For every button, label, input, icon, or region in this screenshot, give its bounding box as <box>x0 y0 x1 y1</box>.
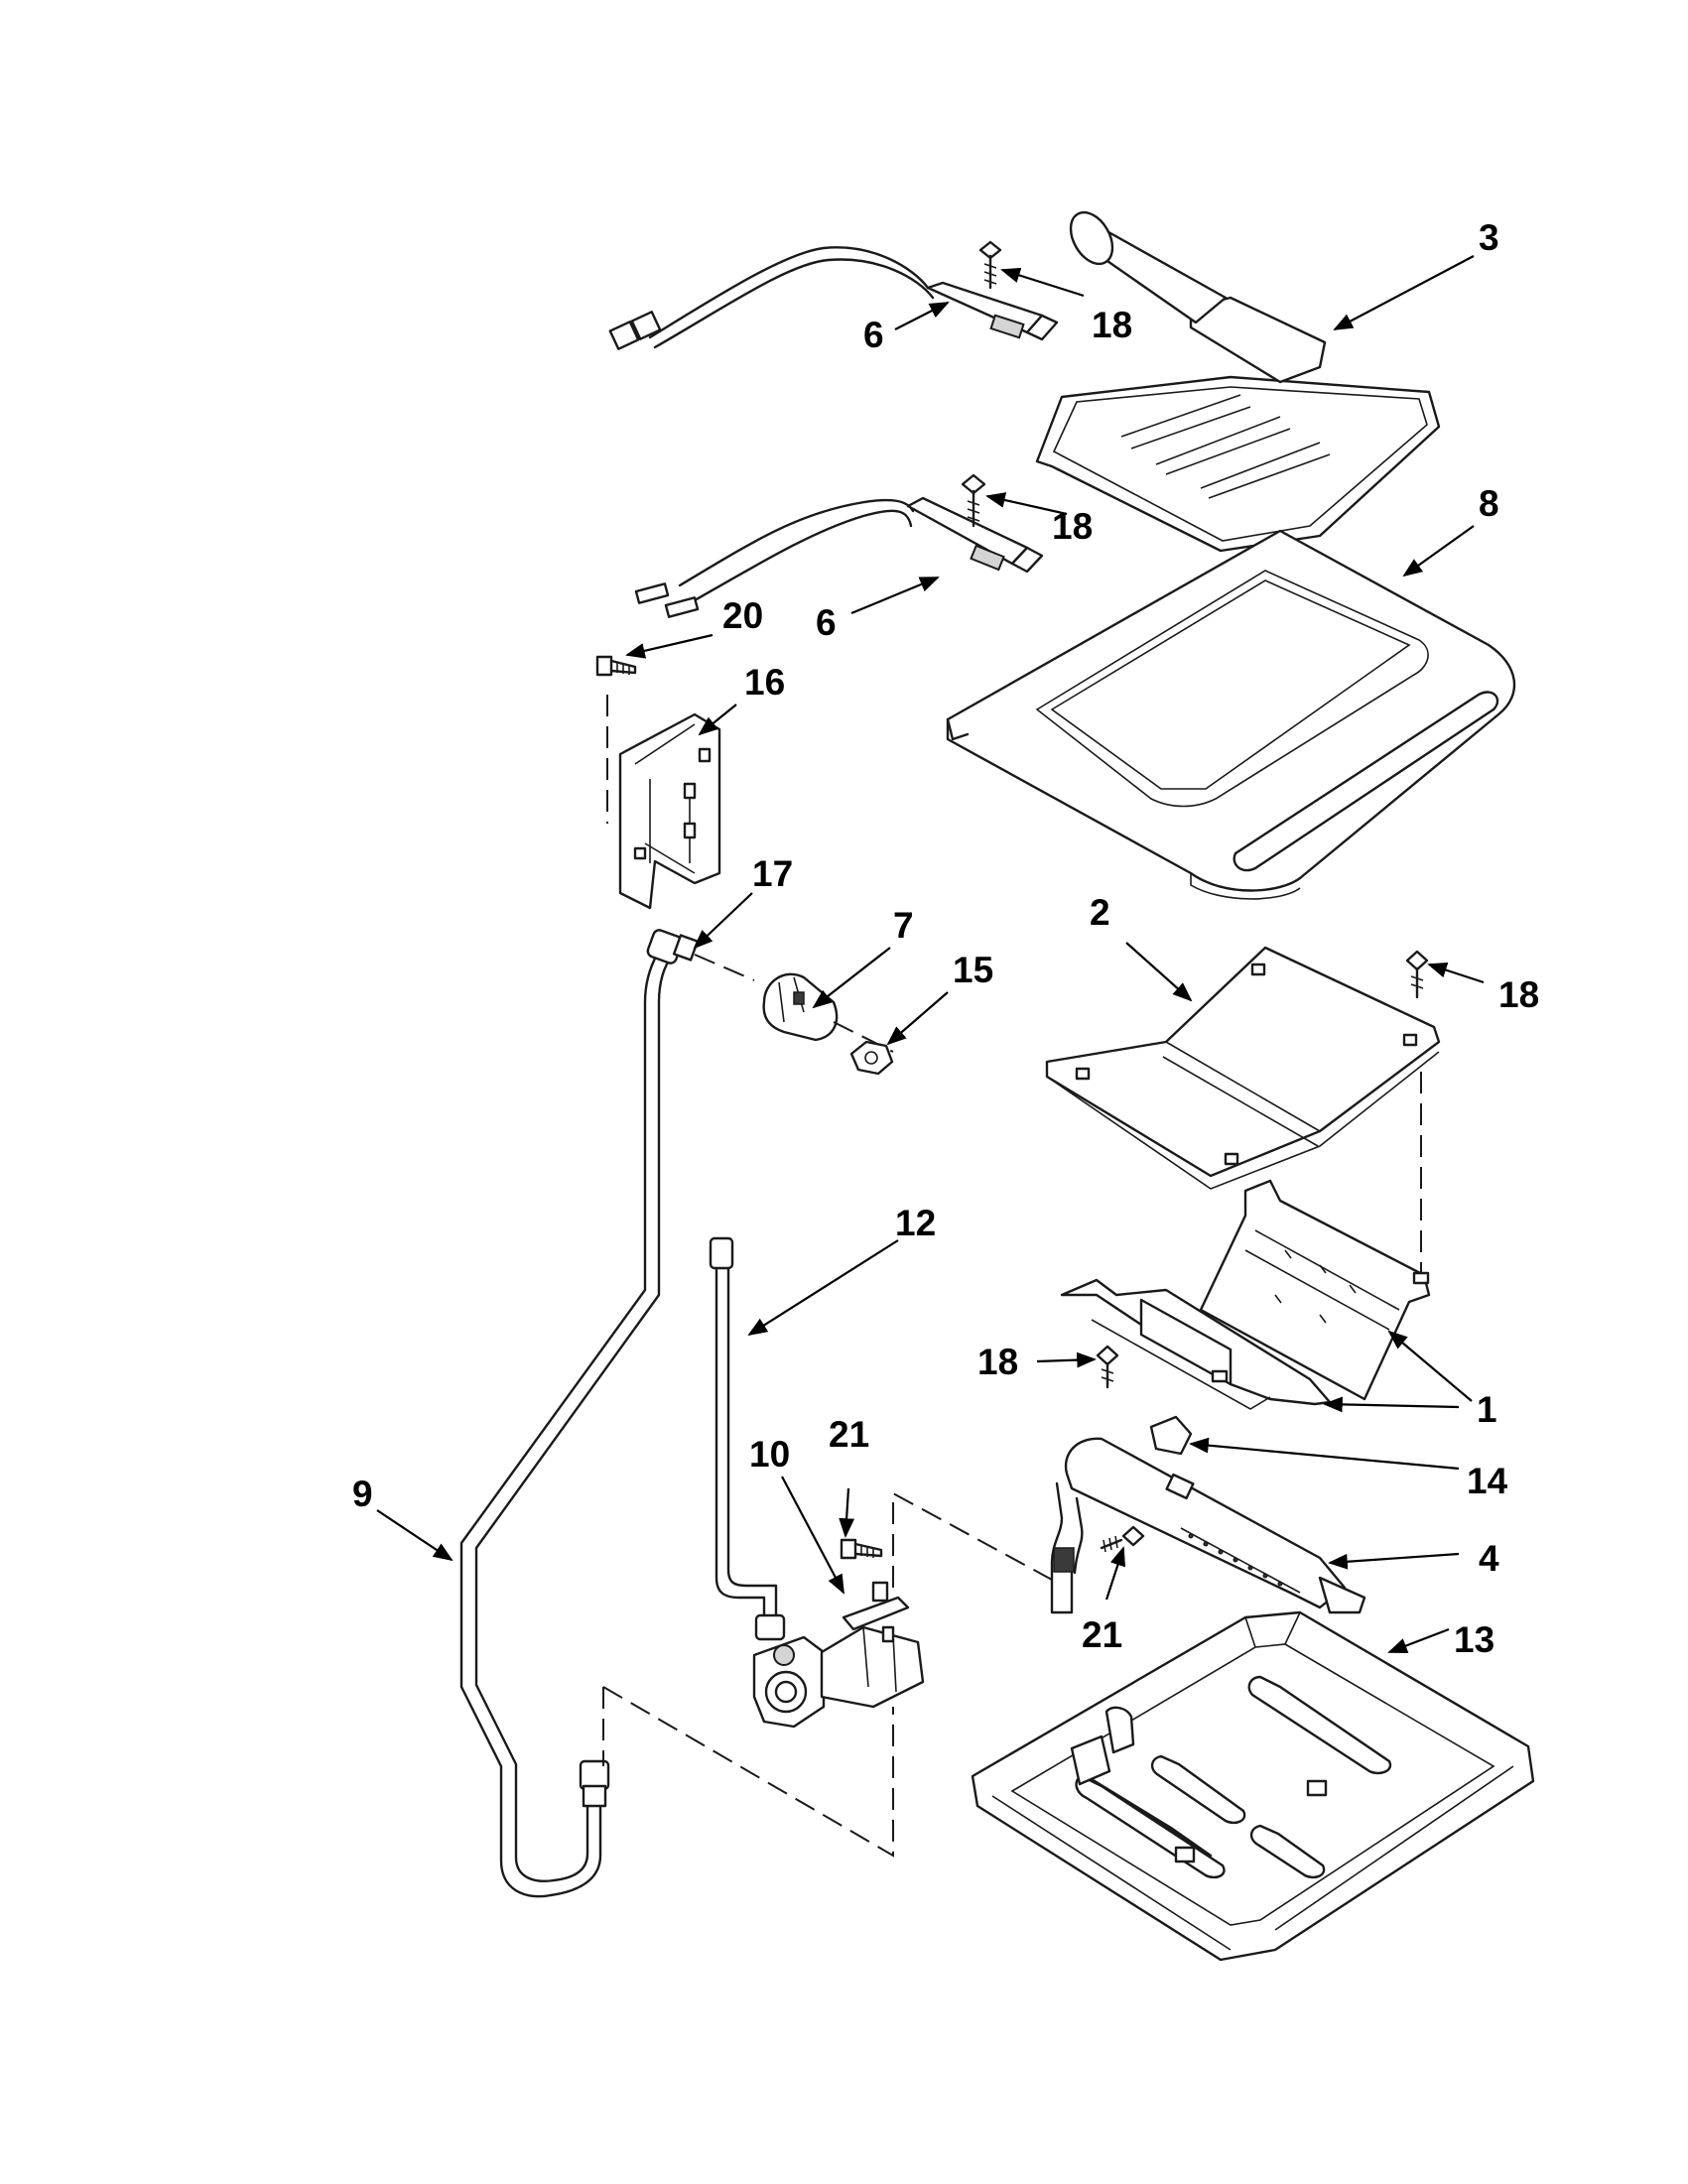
callout-1: 1 <box>1477 1389 1497 1430</box>
callout-3: 3 <box>1479 217 1499 258</box>
callout-14: 14 <box>1467 1461 1508 1501</box>
part-16-bracket <box>618 712 721 910</box>
part-3-top-plate <box>1035 210 1441 553</box>
callout-18-upper: 18 <box>1092 305 1132 345</box>
screw-21-left <box>840 1538 883 1560</box>
dash-valve-burner <box>892 1491 1053 1588</box>
dash-tube-valve <box>602 1686 894 1858</box>
part-6-lower-ignitor <box>634 496 1044 618</box>
callout-leaders <box>376 255 1485 1654</box>
callout-20: 20 <box>722 595 763 636</box>
part-9-gas-tube <box>459 929 700 1898</box>
part-7-orifice-holder <box>762 972 839 1042</box>
callout-18-lower: 18 <box>1052 506 1093 547</box>
callout-21-left: 21 <box>829 1414 869 1455</box>
part-4-burner <box>1050 1437 1366 1614</box>
dash-17-7 <box>694 954 755 981</box>
dash-7-15 <box>833 1021 894 1053</box>
part-13-burner-pan <box>971 1610 1535 1962</box>
callout-7: 7 <box>893 905 914 946</box>
callout-18-right: 18 <box>1498 974 1539 1015</box>
part-2-deflector-plate <box>1045 946 1441 1190</box>
callout-10: 10 <box>749 1434 790 1475</box>
callout-13: 13 <box>1454 1619 1494 1660</box>
callout-9: 9 <box>352 1474 373 1514</box>
part-15-nut <box>849 1040 894 1076</box>
callout-12: 12 <box>895 1203 936 1243</box>
callout-8: 8 <box>1479 483 1499 524</box>
part-10-valve <box>752 1581 925 1729</box>
callout-21-right: 21 <box>1082 1614 1122 1655</box>
callout-6-upper: 6 <box>863 315 884 355</box>
part-12-gas-tube <box>709 1236 786 1641</box>
screw-18-lower <box>961 473 986 528</box>
screw-20 <box>595 655 637 677</box>
screw-18-bracket <box>1096 1345 1119 1389</box>
callout-18-bracket: 18 <box>977 1342 1018 1382</box>
part-14-clip <box>1149 1415 1193 1456</box>
callout-numbers: 3 18 6 18 8 6 20 16 17 7 15 2 18 12 18 1… <box>352 217 1539 1660</box>
callout-16: 16 <box>744 662 785 703</box>
part-1-bracket-lower <box>1060 1278 1332 1410</box>
callout-4: 4 <box>1479 1538 1499 1579</box>
burner-ports <box>1188 1533 1283 1587</box>
callout-6-lower: 6 <box>816 602 837 643</box>
callout-2: 2 <box>1090 892 1110 933</box>
screw-18-right <box>1405 950 1429 999</box>
part-8-top-cover <box>946 529 1516 900</box>
part-1-bracket-upper <box>1199 1179 1431 1401</box>
screw-18-upper <box>978 240 1002 290</box>
part-6-upper-ignitor <box>608 246 1059 350</box>
callout-15: 15 <box>953 950 993 990</box>
callout-17: 17 <box>752 853 793 894</box>
screw-21-right <box>1100 1525 1145 1553</box>
